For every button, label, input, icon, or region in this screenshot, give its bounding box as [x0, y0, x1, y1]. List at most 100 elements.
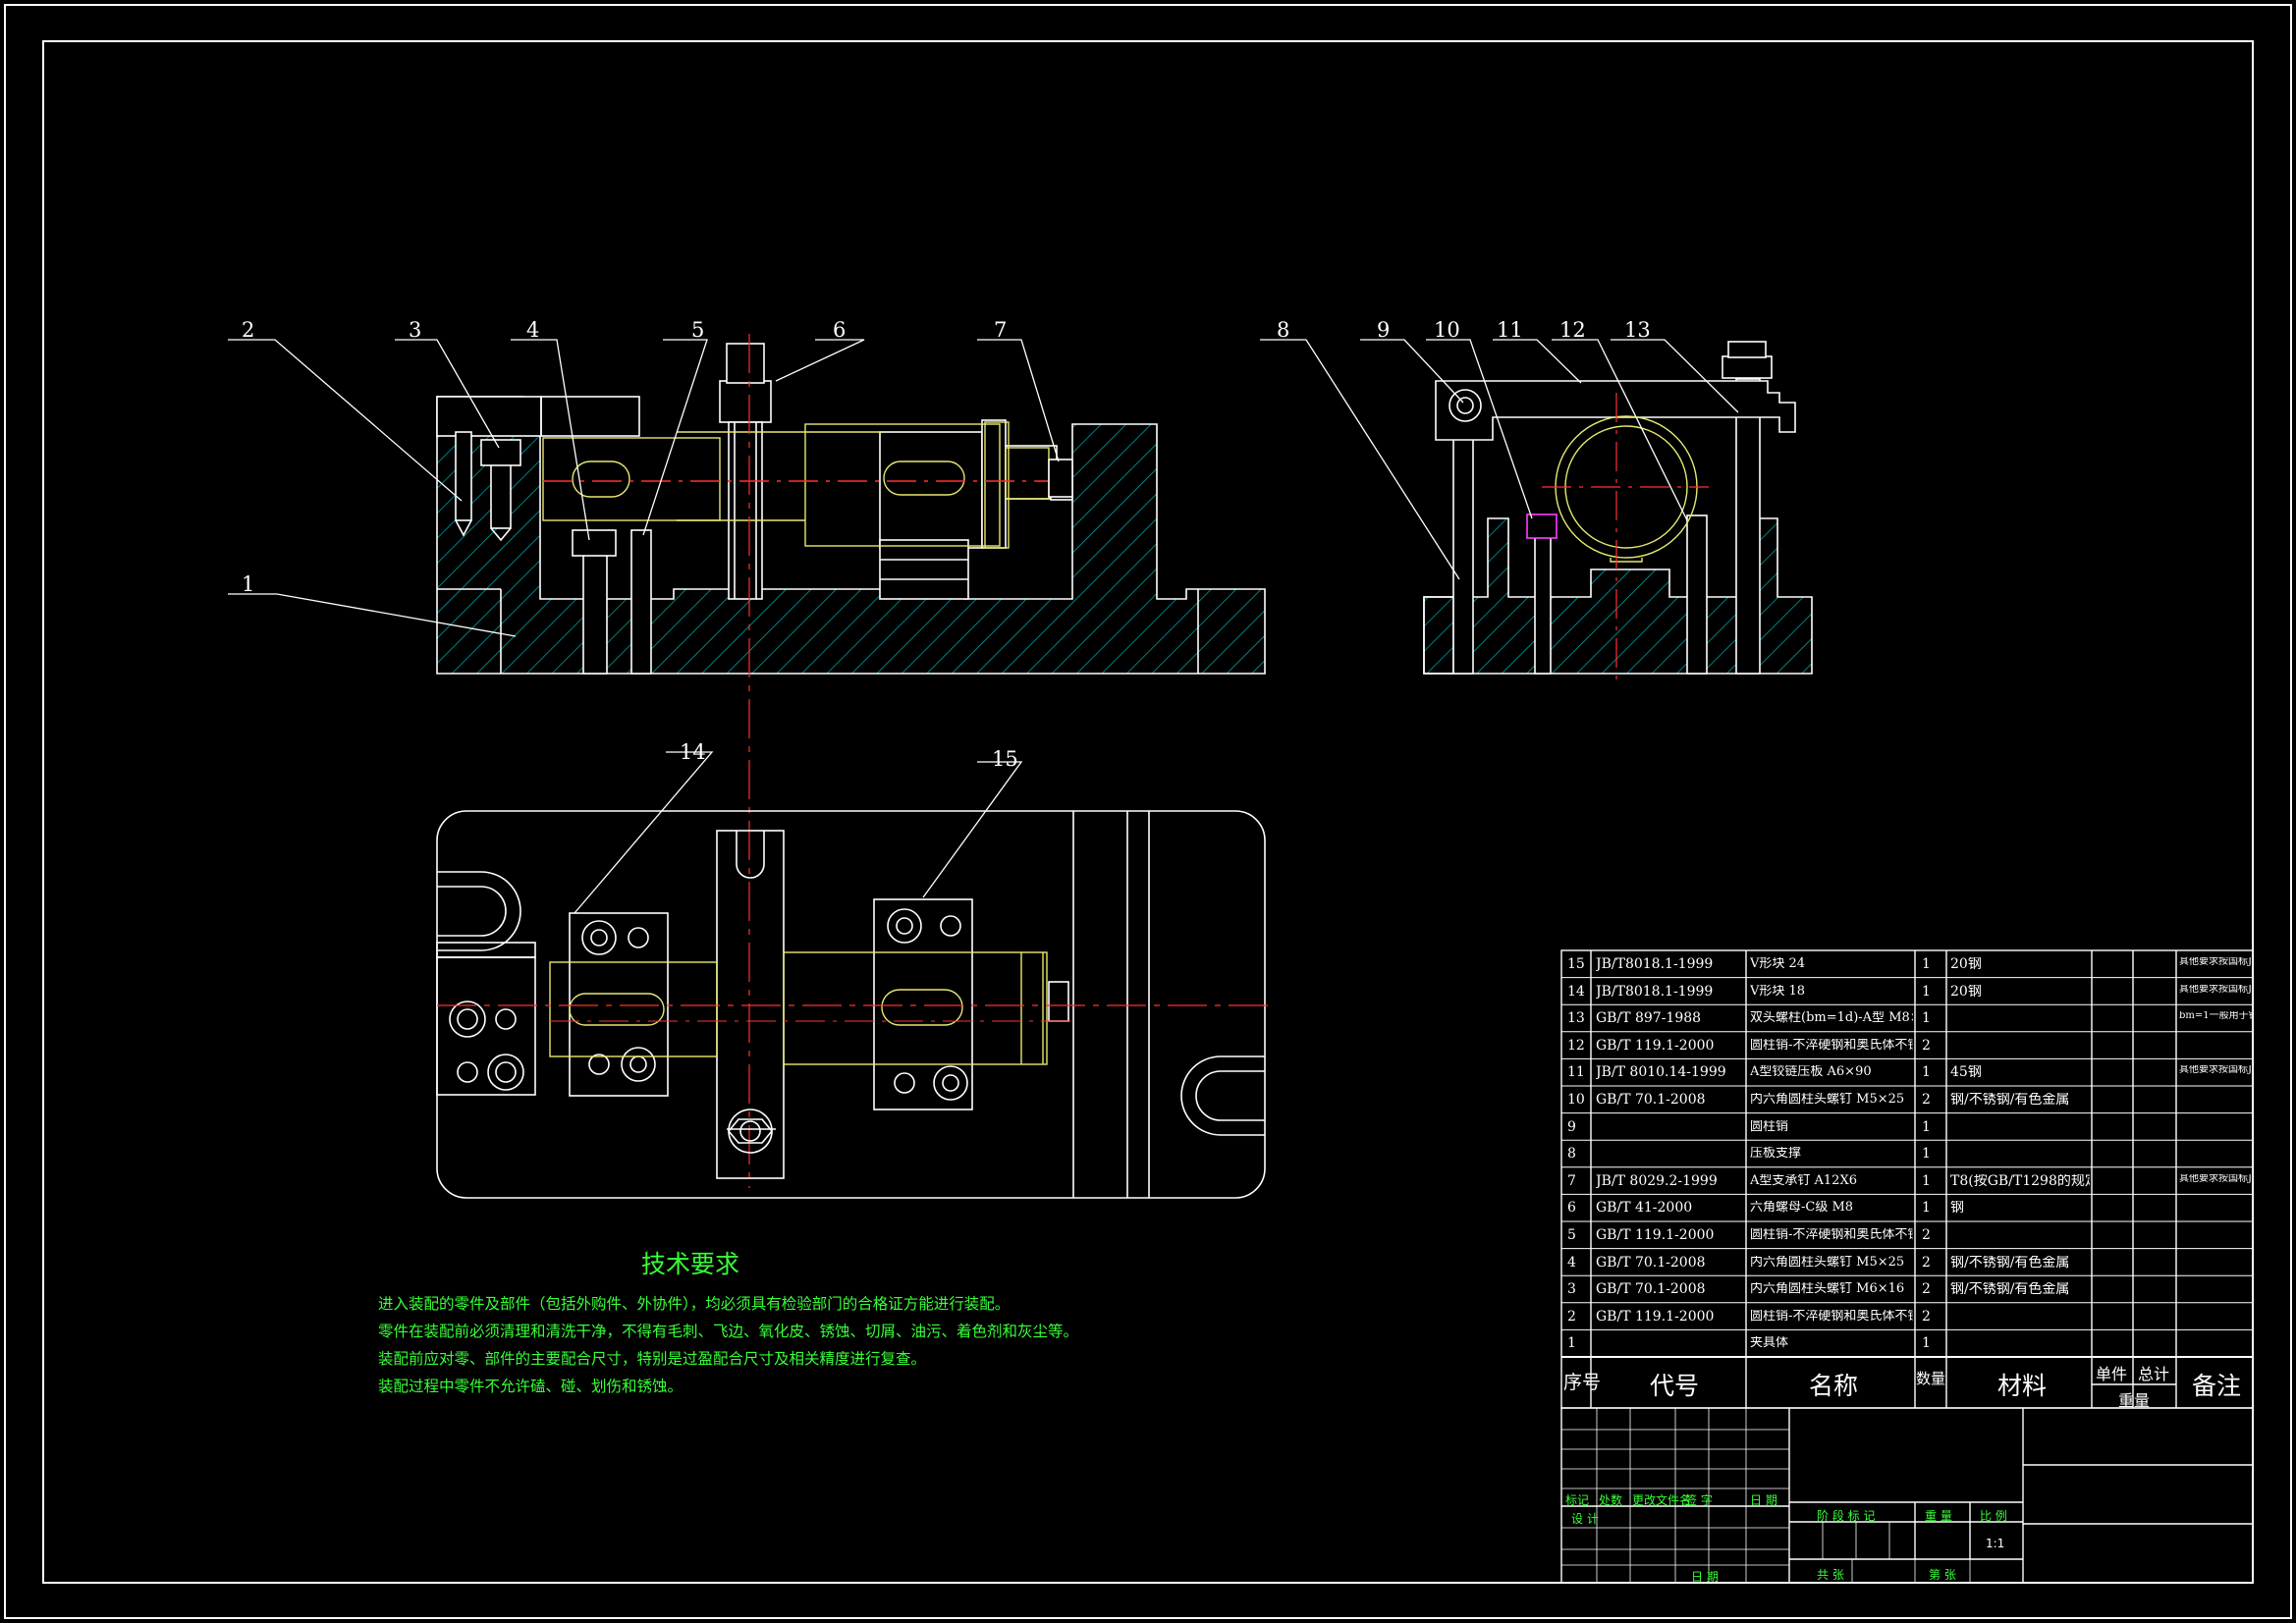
- balloon-14: 14: [680, 740, 706, 764]
- bom-cell-code: GB/T 119.1-2000: [1596, 1228, 1715, 1242]
- bom-cell-name: 圆柱销-不淬硬钢和奥氏体不锈钢 5×30: [1750, 1038, 1913, 1052]
- bom-cell-qty: 1: [1922, 1011, 1931, 1026]
- bom-cell-qty: 2: [1922, 1038, 1931, 1053]
- total-sheets-label: 共 张: [1817, 1568, 1844, 1582]
- design-label: 设 计: [1571, 1512, 1599, 1526]
- rev-label-file: 更改文件名: [1632, 1493, 1692, 1507]
- bom-cell-no: 8: [1567, 1147, 1576, 1162]
- balloon-9: 9: [1377, 318, 1390, 342]
- balloon-12: 12: [1559, 318, 1586, 342]
- bom-cell-name: A型铰链压板 A6×90: [1750, 1065, 1872, 1079]
- bom-cell-qty: 1: [1922, 984, 1931, 999]
- date-label: 日 期: [1691, 1570, 1719, 1584]
- bom-cell-name: 内六角圆柱头螺钉 M5×25: [1750, 1093, 1905, 1106]
- inner-frame: [42, 40, 2254, 1584]
- bom-cell-qty: 1: [1922, 1201, 1931, 1216]
- bom-cell-no: 15: [1567, 957, 1585, 971]
- bom-cell-no: 12: [1567, 1038, 1585, 1053]
- sheet-no-label: 第 张: [1929, 1568, 1956, 1582]
- bom-cell-remark: 其他要求按国标JB/T8018: [2179, 957, 2252, 967]
- bom-cell-material: 20钢: [1950, 957, 1982, 971]
- bom-header-remark: 备注: [2192, 1372, 2242, 1400]
- bom-cell-no: 6: [1567, 1201, 1576, 1216]
- bom-cell-no: 3: [1567, 1282, 1576, 1297]
- bom-grid: [1560, 949, 2254, 1584]
- bom-cell-code: GB/T 119.1-2000: [1596, 1038, 1715, 1053]
- bom-cell-name: 圆柱销-不淬硬钢和奥氏体不锈钢 5×30: [1750, 1228, 1913, 1241]
- bom-header-no: 序号: [1563, 1372, 1602, 1393]
- bom-cell-material: 钢: [1950, 1201, 1964, 1216]
- top-view: [436, 810, 1266, 1199]
- bom-cell-code: JB/T8018.1-1999: [1596, 984, 1714, 999]
- bom-cell-no: 7: [1567, 1173, 1576, 1188]
- bom-cell-name: 内六角圆柱头螺钉 M6×16: [1750, 1282, 1905, 1296]
- bom-cell-no: 5: [1567, 1228, 1576, 1242]
- bom-header-unit: 单件: [2096, 1365, 2128, 1383]
- bom-cell-remark: 其他要求按国标JB/T8018: [2179, 984, 2252, 995]
- bom-cell-material: 钢/不锈钢/有色金属: [1950, 1093, 2070, 1107]
- front-view: [436, 343, 1266, 675]
- bom-cell-qty: 2: [1922, 1093, 1931, 1107]
- bom-cell-material: 45钢: [1950, 1065, 1982, 1080]
- balloon-10: 10: [1434, 318, 1460, 342]
- bom-cell-qty: 1: [1922, 1147, 1931, 1162]
- bom-header-qty: 数量: [1916, 1370, 1946, 1387]
- bom-cell-qty: 1: [1922, 1065, 1931, 1080]
- bom-cell-code: JB/T 8029.2-1999: [1596, 1173, 1718, 1188]
- bom-cell-qty: 1: [1922, 1119, 1931, 1134]
- tech-title: 技术要求: [641, 1250, 740, 1278]
- balloon-8: 8: [1277, 318, 1289, 342]
- bom-cell-material: T8(按GB/T1298的规定): [1950, 1173, 2090, 1188]
- bom-cell-no: 4: [1567, 1255, 1576, 1270]
- support-pin-front: [1048, 459, 1073, 498]
- bom-cell-qty: 2: [1922, 1255, 1931, 1270]
- balloon-13: 13: [1624, 318, 1651, 342]
- rev-label-count: 处数: [1599, 1493, 1623, 1507]
- bom-cell-name: 六角螺母-C级 M8: [1750, 1201, 1854, 1215]
- bom-cell-name: 压板支撑: [1750, 1147, 1802, 1161]
- stage-mark-label: 阶 段 标 记: [1817, 1509, 1876, 1523]
- tech-line-4: 装配过程中零件不允许磕、碰、划伤和锈蚀。: [378, 1378, 683, 1395]
- bom-cell-code: GB/T 41-2000: [1596, 1201, 1693, 1216]
- bom-cell-no: 2: [1567, 1309, 1576, 1324]
- scale-value: 1:1: [1986, 1537, 2005, 1550]
- bom-header-code: 代号: [1650, 1372, 1700, 1400]
- top-shaft: [549, 951, 1048, 1065]
- bom-header-material: 材料: [1997, 1372, 2048, 1400]
- side-workpiece: [1555, 415, 1698, 563]
- bom-cell-code: JB/T8018.1-1999: [1596, 957, 1714, 971]
- bom-cell-qty: 1: [1922, 957, 1931, 971]
- bom-cell-qty: 1: [1922, 1173, 1931, 1188]
- bom-cell-qty: 2: [1922, 1282, 1931, 1297]
- bom-cell-code: GB/T 70.1-2008: [1596, 1255, 1706, 1270]
- balloon-2: 2: [242, 318, 254, 342]
- balloon-labels: 2 3 4 5 6 7 8 9 10 11 12 13 1 14 15: [242, 318, 1651, 771]
- bom-header-total: 总计: [2138, 1365, 2170, 1383]
- bom-cell-name: V形块 18: [1750, 984, 1806, 998]
- bom-header-name: 名称: [1809, 1372, 1859, 1400]
- bom-cell-name: A型支承钉 A12X6: [1750, 1173, 1857, 1187]
- balloon-4: 4: [526, 318, 539, 342]
- bom-cell-no: 1: [1567, 1336, 1576, 1351]
- bom-cell-no: 14: [1567, 984, 1585, 999]
- tech-line-2: 零件在装配前必须清理和清洗干净，不得有毛刺、飞边、氧化皮、锈蚀、切屑、油污、着色…: [378, 1323, 1079, 1340]
- bom-cell-code: GB/T 70.1-2008: [1596, 1093, 1706, 1107]
- bom-cell-name: 双头螺柱(bm=1d)-A型 M8×75: [1750, 1011, 1913, 1025]
- bom-cell-qty: 1: [1922, 1336, 1931, 1351]
- bom-cell-name: 内六角圆柱头螺钉 M5×25: [1750, 1255, 1905, 1269]
- rev-label-date: 日 期: [1750, 1493, 1777, 1507]
- leader-lines: [228, 339, 1739, 914]
- bom-cell-name: V形块 24: [1750, 957, 1806, 970]
- outer-border: [4, 4, 2292, 1619]
- balloon-3: 3: [409, 318, 421, 342]
- side-view: [1423, 341, 1813, 675]
- bom-cell-qty: 2: [1922, 1309, 1931, 1324]
- bom-cell-material: 20钢: [1950, 984, 1982, 999]
- bom-cell-material: 钢/不锈钢/有色金属: [1950, 1282, 2070, 1297]
- balloon-5: 5: [691, 318, 704, 342]
- bom-cell-code: GB/T 119.1-2000: [1596, 1309, 1715, 1324]
- bom-cell-code: GB/T 897-1988: [1596, 1011, 1702, 1026]
